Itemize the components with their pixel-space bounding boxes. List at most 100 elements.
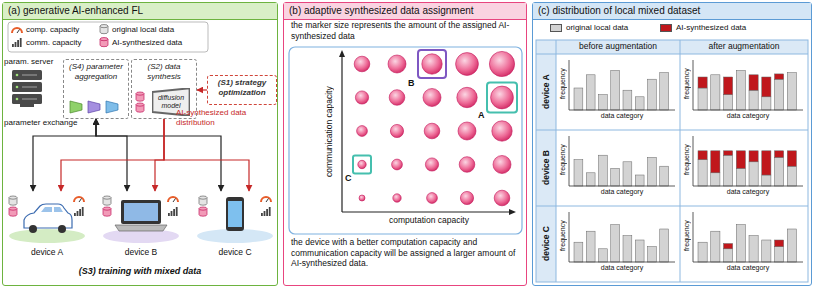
axis-label: frequency [682,60,692,108]
synthesized-bar [775,240,784,247]
table-line [536,206,808,207]
synthesized-bar [724,244,733,249]
device-ground [197,229,273,243]
label-text: the device with a better computation cap… [291,237,521,269]
data-marker [459,157,475,173]
signal-icon [261,207,271,216]
data-cylinder [136,92,144,101]
histogram-bar [711,231,720,262]
label-text: data category [569,188,675,197]
axis-label: device A [537,54,555,130]
synthesized-bar [724,151,733,155]
shape [103,207,111,210]
shape [16,74,19,77]
histogram-bar [660,229,669,262]
histogram-bar [611,225,620,262]
label-text: AI-synthesized data distribution [176,108,274,128]
histogram-bar [775,79,784,110]
signal-icon [168,207,178,216]
histogram-bar [660,73,669,110]
legend-box [8,22,208,52]
node-text: (S1) strategy optimization [211,78,273,97]
label-text: A [478,110,488,121]
cell-axis [693,136,694,186]
synthesized-bar [736,151,745,169]
histogram-bar [724,249,733,262]
shape [136,103,144,106]
axis-label: frequency [558,136,568,184]
histogram-bar [623,90,632,110]
table-line [680,40,681,282]
data-marker [456,53,479,76]
histogram-bar [762,97,771,110]
data-cylinder [103,196,111,205]
axis-arrow [339,50,345,57]
laptop-screen [121,200,161,224]
car-wheel [58,225,66,233]
table-line [536,130,808,131]
shape [12,70,42,80]
cell-axis [693,186,803,187]
shape [12,28,22,33]
histogram-bar [698,160,707,186]
axis-label: device C [537,206,555,282]
device: device C [195,191,275,257]
connector [197,89,207,90]
shape [22,87,37,88]
synthesized-bar [698,77,707,88]
cell-axis [693,212,694,262]
cell-axis [569,262,675,263]
legend-text: original local data [112,24,174,35]
cell-axis [693,262,803,263]
shape [79,199,82,203]
shape [9,207,17,210]
histogram-bar [574,242,583,262]
laptop-base [115,225,167,231]
label-text: data category [693,264,803,273]
legend-text: comm. capacity [26,37,82,48]
axis-arrow [509,209,516,215]
data-marker [424,123,440,139]
synthesized-bar [749,151,758,162]
shape [176,207,178,216]
data-cylinder [103,207,111,216]
panel-heading: (c) distribution of local mixed dataset [533,3,811,20]
histogram-bar [574,88,583,110]
data-marker [389,90,405,106]
histogram-bar [648,157,657,186]
histogram-bar [736,225,745,262]
cell-axis [569,110,675,111]
histogram-bar [611,168,620,186]
label-text: parameter exchange [4,118,86,128]
node-text: device C [218,247,251,257]
phone-screen [228,201,242,227]
panel-heading: (b) adaptive synthesized data assignment [284,3,526,20]
label-text: data category [693,112,803,121]
axis-label: device B [537,130,555,206]
label-text: before augmentation [556,41,680,52]
shape [79,209,81,216]
phone-icon [226,197,244,231]
histogram-bar [574,160,583,186]
panel-heading: (a) generative AI-enhanced FL [3,3,277,20]
histogram-bar [635,175,644,186]
data-marker [392,159,403,170]
data-marker [354,56,370,72]
histogram-bar [599,95,608,110]
histogram-bar [635,240,644,262]
axis-label: frequency [558,60,568,108]
synthesized-bar [775,74,784,79]
histogram-bar [787,229,796,262]
shape [173,209,175,216]
data-cylinder [9,196,17,205]
shape [199,196,207,199]
data-cylinder [136,103,144,112]
shape [100,25,108,28]
shape [16,98,19,101]
data-cylinder [100,38,108,47]
legend-swatch [660,24,672,32]
data-marker [427,193,438,204]
shape [17,40,19,47]
histogram-bar [623,236,632,262]
